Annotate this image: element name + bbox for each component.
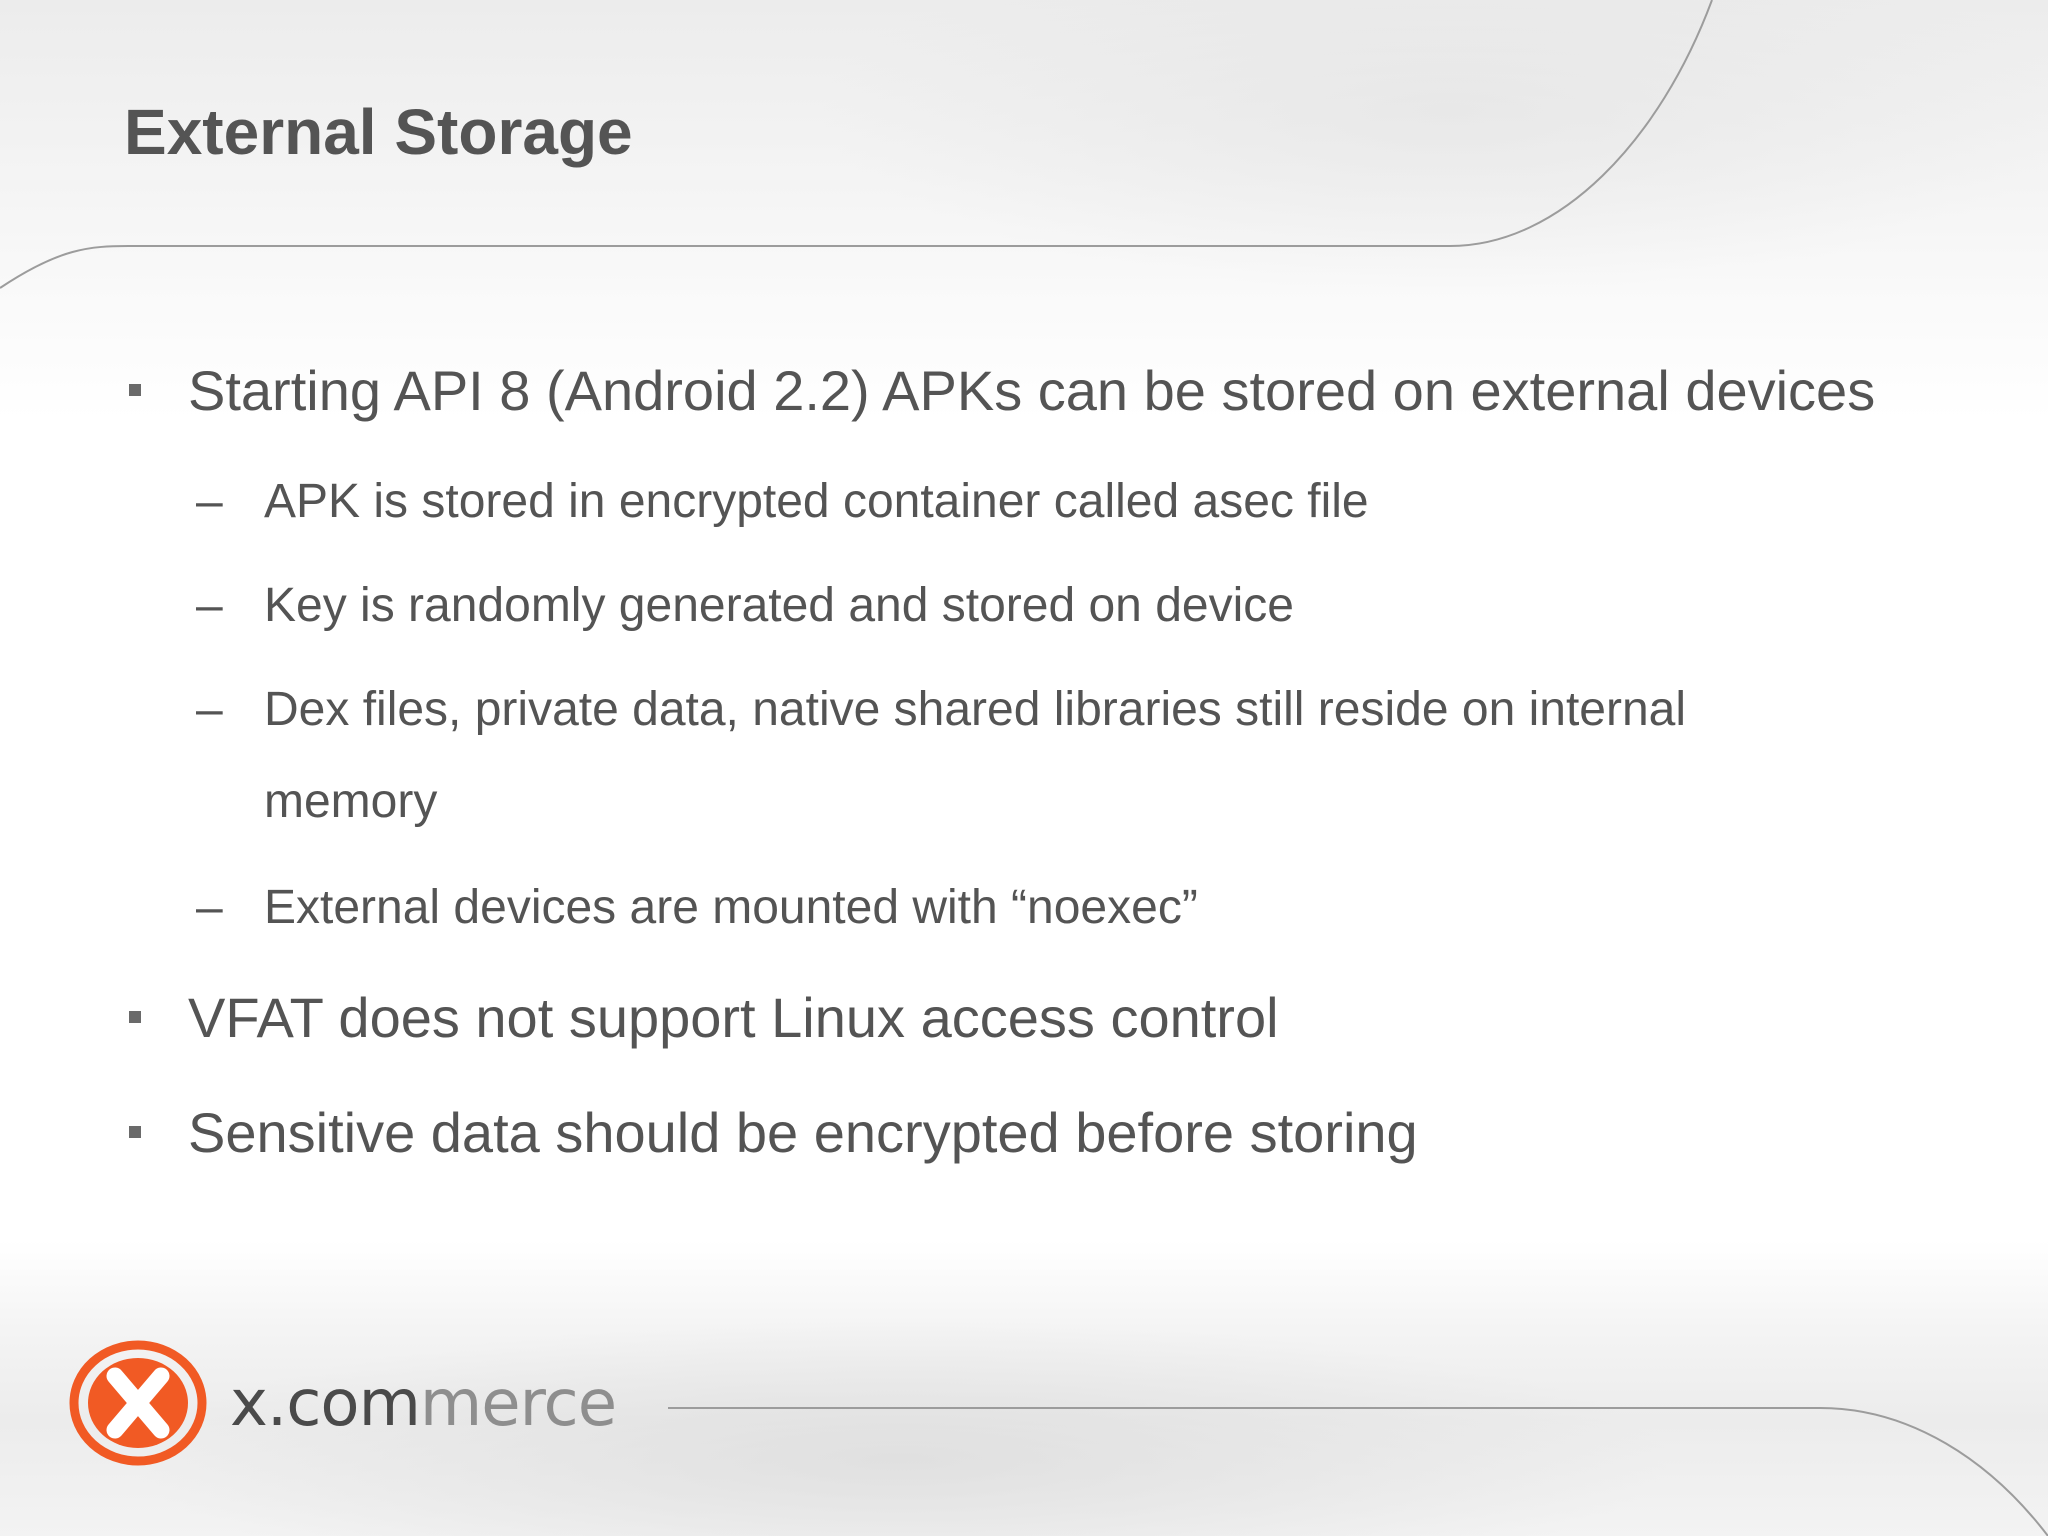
- x-circle-logo-icon: [69, 1340, 207, 1466]
- sub-bullet-dash-icon: –: [196, 683, 223, 736]
- bullet-item: Sensitive data should be encrypted befor…: [188, 1101, 1418, 1164]
- slide-title: External Storage: [124, 96, 633, 168]
- brand-wordmark-dark: x.com: [230, 1367, 421, 1441]
- sub-bullet-item: Key is randomly generated and stored on …: [264, 579, 1294, 632]
- sub-bullet-dash-icon: –: [196, 475, 223, 528]
- sub-bullet-dash-icon: –: [196, 881, 223, 934]
- bullet-square-icon: [129, 384, 141, 396]
- bullet-square-icon: [129, 1126, 141, 1138]
- bullet-square-icon: [129, 1011, 141, 1023]
- brand-wordmark: x.commerce: [230, 1366, 617, 1442]
- sub-bullet-item: Dex files, private data, native shared l…: [264, 683, 1687, 736]
- sub-bullet-item: APK is stored in encrypted container cal…: [264, 475, 1369, 528]
- bullet-item: VFAT does not support Linux access contr…: [188, 986, 1279, 1049]
- sub-bullet-dash-icon: –: [196, 579, 223, 632]
- sub-bullet-item: External devices are mounted with “noexe…: [264, 881, 1198, 934]
- brand-wordmark-light: merce: [419, 1367, 617, 1441]
- bullet-item: Starting API 8 (Android 2.2) APKs can be…: [188, 359, 1876, 422]
- sub-bullet-item-continued: memory: [264, 775, 438, 828]
